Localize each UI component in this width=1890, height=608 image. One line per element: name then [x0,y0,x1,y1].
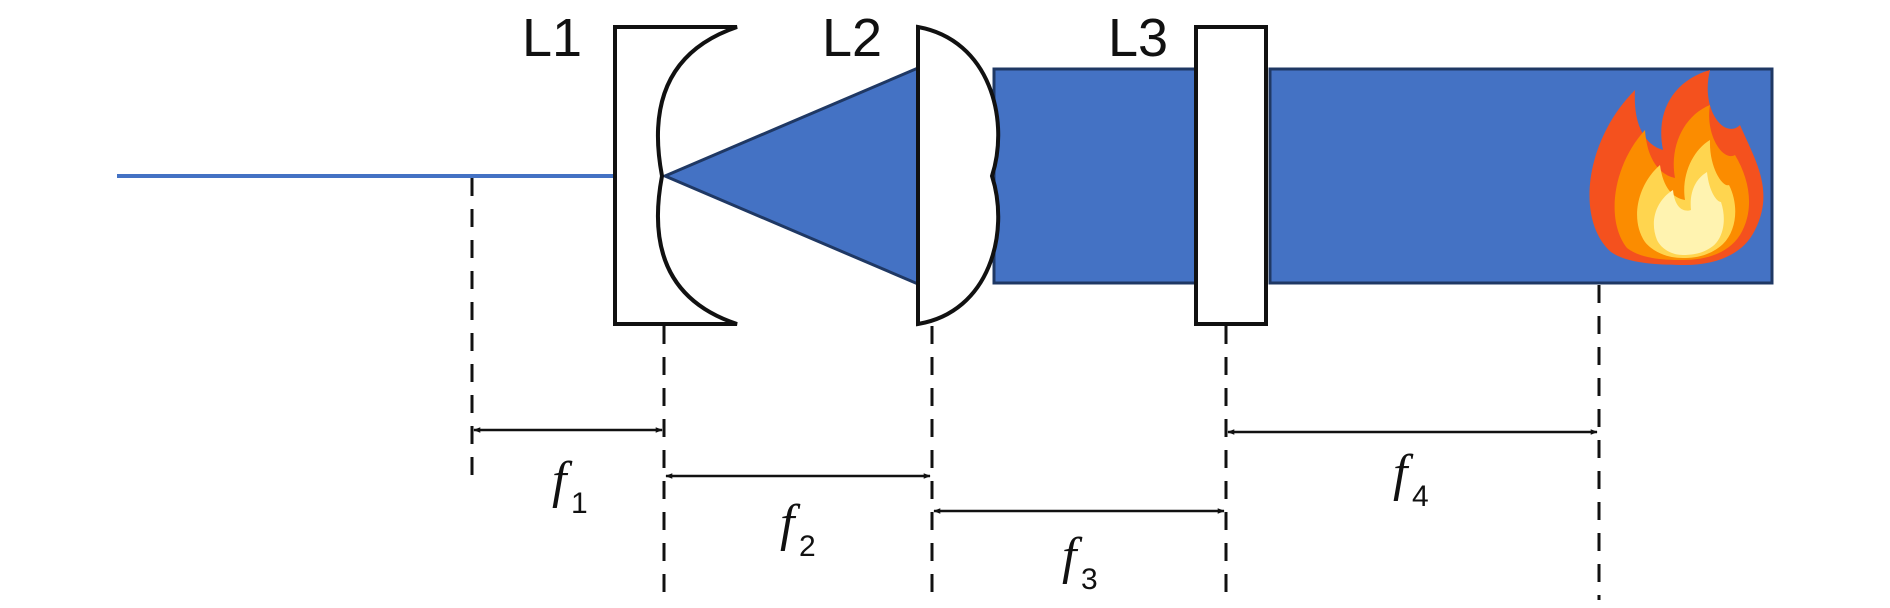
diverging-beam-cone [661,65,920,287]
focal-label-f1: f 1 [552,452,588,520]
lens-label-l3: L3 [1108,8,1168,68]
lens-l3 [1194,25,1268,326]
focal-label-f2: f 2 [780,495,816,563]
focal-symbol: f [780,495,801,552]
focal-subscript: 1 [571,487,588,520]
flame-icon [1589,70,1764,265]
collimated-beam-section [992,67,1202,285]
focal-subscript: 3 [1081,563,1098,596]
lens-l2 [916,24,1001,327]
lens-label-l1: L1 [522,8,582,68]
lens-l1 [613,25,738,326]
focal-symbol: f [1062,528,1083,585]
focal-label-f3: f 3 [1062,528,1098,596]
focal-subscript: 4 [1412,480,1429,513]
lens-label-l2: L2 [822,8,882,68]
focal-symbol: f [552,452,573,509]
focal-subscript: 2 [799,530,816,563]
focal-symbol: f [1393,445,1414,502]
focal-label-f4: f 4 [1393,445,1429,513]
